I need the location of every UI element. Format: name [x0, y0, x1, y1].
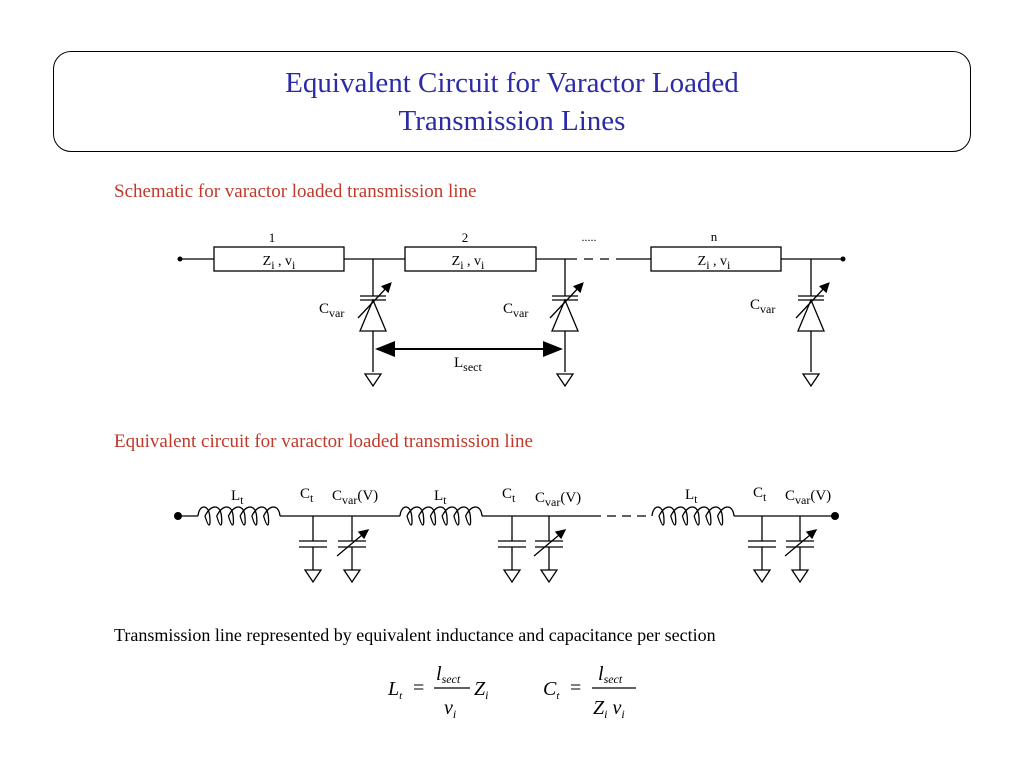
output-terminal: [831, 512, 839, 520]
section-box: [650, 246, 782, 272]
ct-equation: Ct = lsect Zi vi: [543, 663, 636, 721]
shunt-pair: [498, 516, 567, 584]
section-n: n Zi , vi: [650, 229, 782, 272]
inductor-group: [197, 506, 735, 526]
section-2: 2 Zi , vi: [404, 230, 537, 272]
svg-text:=: =: [570, 677, 581, 699]
section-index: 1: [269, 230, 276, 245]
inductor: [651, 506, 735, 526]
svg-text:Zi: Zi: [474, 678, 488, 702]
varactor-n: [795, 259, 830, 388]
slide-title: Equivalent Circuit for Varactor Loaded T…: [285, 64, 739, 140]
section-label: Zi , vi: [698, 254, 731, 272]
shunt-pair: [299, 516, 370, 584]
lt-label: Lt: [231, 488, 244, 507]
svg-text:lsect: lsect: [598, 663, 623, 686]
lt-equation: Lt = lsect vi Zi: [387, 663, 488, 721]
cvar-v-label: Cvar(V): [535, 490, 581, 509]
title-box: Equivalent Circuit for Varactor Loaded T…: [53, 51, 971, 152]
capacitor-cvar: [784, 516, 818, 584]
lt-label: Lt: [685, 487, 698, 506]
section-box: [213, 246, 345, 272]
section-1: 1 Zi , vi: [213, 230, 345, 272]
capacitor-cvar: [336, 516, 370, 584]
inductor: [399, 506, 483, 526]
capacitor-ct: [748, 516, 776, 584]
section-label: Zi , vi: [263, 254, 296, 272]
section-box: [404, 246, 537, 272]
ct-label: Ct: [300, 486, 314, 505]
varactor-2: [549, 259, 584, 388]
section-index: n: [711, 229, 718, 244]
section-label: Zi , vi: [452, 254, 485, 272]
lsect-label: Lsect: [454, 355, 482, 374]
section-index: 2: [462, 230, 469, 245]
input-terminal: [177, 256, 183, 262]
cvar-label: Cvar: [750, 297, 775, 316]
capacitor-ct: [299, 516, 327, 584]
capacitor-cvar: [533, 516, 567, 584]
svg-text:=: =: [413, 677, 424, 699]
schematic-heading: Schematic for varactor loaded transmissi…: [114, 181, 477, 202]
section-ellipsis: .....: [582, 230, 597, 244]
svg-text:vi: vi: [444, 697, 456, 721]
cvar-v-label: Cvar(V): [785, 488, 831, 507]
cvar-v-label: Cvar(V): [332, 488, 378, 507]
input-terminal: [174, 512, 182, 520]
svg-text:Zi vi: Zi vi: [593, 697, 625, 721]
inductor: [197, 506, 281, 526]
svg-text:lsect: lsect: [436, 663, 461, 686]
cvar-label: Cvar: [319, 301, 344, 320]
title-line-2: Transmission Lines: [398, 104, 626, 137]
caption-text: Transmission line represented by equival…: [114, 625, 716, 645]
varactor-1: [357, 259, 392, 388]
ct-label: Ct: [502, 486, 516, 505]
ct-label: Ct: [753, 485, 767, 504]
capacitor-ct: [498, 516, 526, 584]
svg-text:Ct: Ct: [543, 678, 560, 702]
svg-text:Lt: Lt: [387, 678, 403, 702]
equivalent-heading: Equivalent circuit for varactor loaded t…: [114, 431, 533, 452]
lt-label: Lt: [434, 488, 447, 507]
shunt-group: [299, 516, 818, 584]
cvar-label: Cvar: [503, 301, 528, 320]
output-terminal: [840, 256, 846, 262]
shunt-pair: [748, 516, 818, 584]
title-line-1: Equivalent Circuit for Varactor Loaded: [285, 66, 739, 99]
